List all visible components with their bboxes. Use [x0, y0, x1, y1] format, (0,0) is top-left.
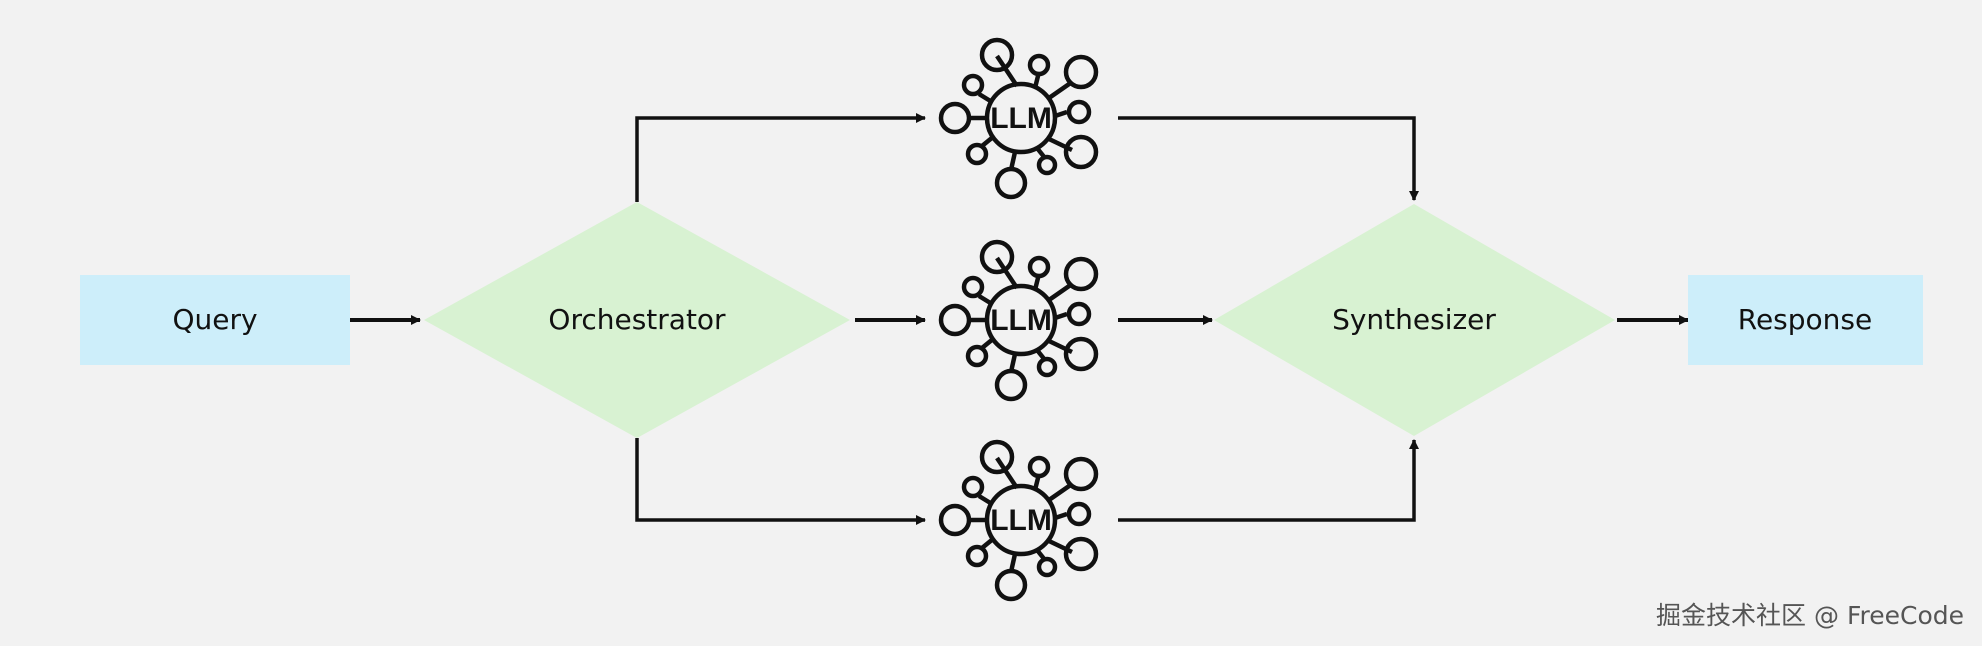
- synthesizer-label: Synthesizer: [1332, 303, 1496, 336]
- llm-label: LLM: [990, 504, 1052, 537]
- query-label: Query: [172, 303, 257, 336]
- llm-node-bottom: LLM: [941, 442, 1096, 599]
- query-node: Query: [80, 275, 350, 365]
- llm-node-middle: LLM: [941, 242, 1096, 399]
- arrow-llm-top-to-synthesizer: [1118, 116, 1419, 201]
- llm-label: LLM: [990, 304, 1052, 337]
- query-box: [80, 275, 350, 365]
- arrow-orchestrator-to-llm-bottom: [635, 438, 926, 525]
- llm-node-top: LLM: [941, 40, 1096, 197]
- response-box: [1688, 275, 1923, 365]
- arrow-orchestrator-to-llm-top: [635, 113, 926, 202]
- orchestrator-label: Orchestrator: [548, 303, 726, 336]
- response-label: Response: [1738, 303, 1872, 336]
- response-node: Response: [1688, 275, 1923, 365]
- connectors: [350, 113, 1689, 525]
- arrow-llm-bottom-to-synthesizer: [1118, 439, 1419, 522]
- synthesizer-diamond: [1214, 204, 1615, 436]
- orchestrator-node: Orchestrator: [424, 202, 850, 438]
- synthesizer-node: Synthesizer: [1214, 204, 1615, 436]
- llm-label: LLM: [990, 102, 1052, 135]
- watermark: 掘金技术社区 @ FreeCode: [1656, 601, 1964, 630]
- orchestrator-diamond: [424, 202, 850, 438]
